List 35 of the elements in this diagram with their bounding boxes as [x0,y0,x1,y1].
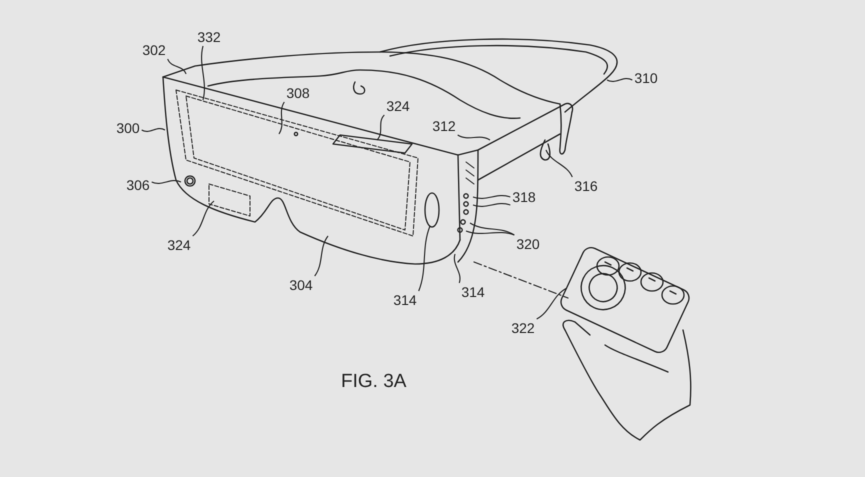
callout-number: 316 [574,178,598,194]
leader-line [418,226,431,292]
callout-number: 312 [432,118,456,134]
leader-line [472,203,510,207]
leader-line [472,195,510,199]
leader-line [470,222,515,236]
figure-caption: FIG. 3A [341,371,406,393]
callout-number: 308 [286,85,310,101]
leader-line [376,114,385,140]
callout-number: 302 [142,42,166,58]
callout-number: 304 [289,277,313,293]
leader-line [278,102,285,134]
leader-line [192,200,214,236]
callout-number: 300 [116,120,140,136]
leader-line [606,78,633,82]
leader-line [546,150,573,178]
leader-line [167,58,186,74]
leader-line [457,134,490,140]
callout-number: 314 [461,284,485,300]
callout-number: 324 [167,237,191,253]
callout-number: 306 [126,177,150,193]
callout-number: 322 [511,320,535,336]
callout-number: 332 [197,29,221,45]
leader-line [141,128,166,132]
leader-line [314,236,328,276]
leader-line [201,46,205,100]
callout-number: 320 [516,236,540,252]
leader-line [466,230,514,236]
leader-line [152,180,182,184]
leader-line [454,254,460,284]
callout-number: 314 [393,292,417,308]
callout-number: 318 [512,189,536,205]
callout-number: 310 [634,70,658,86]
leader-line [536,288,567,320]
callout-number: 324 [386,98,410,114]
